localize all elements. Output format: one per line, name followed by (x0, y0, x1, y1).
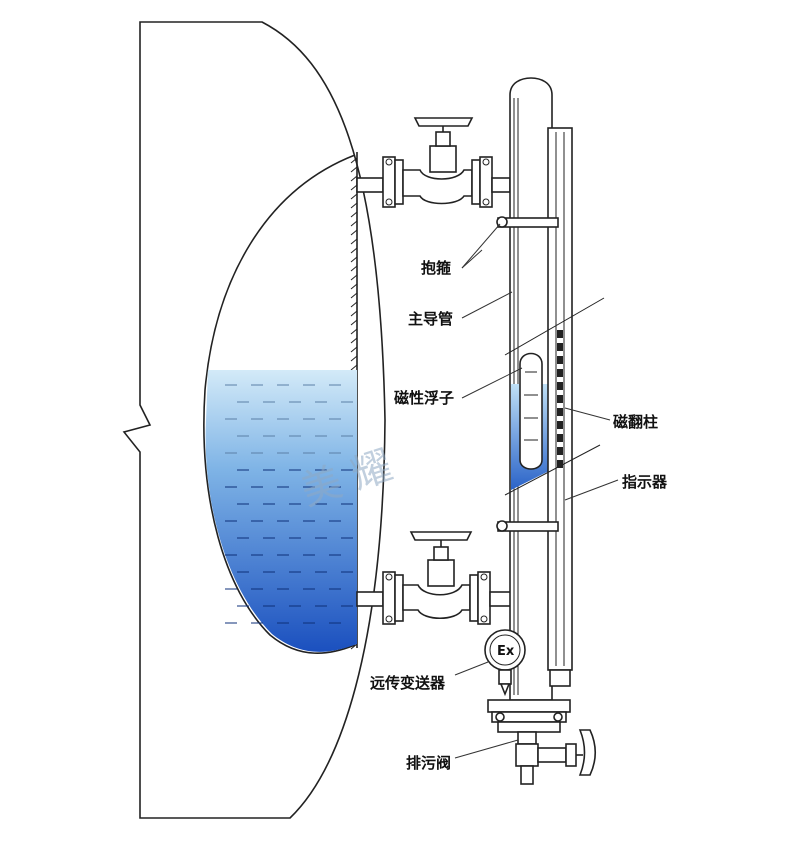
liquid-in-tank (205, 370, 357, 652)
flap (557, 343, 563, 351)
hatch-mark (350, 193, 358, 200)
hatch-mark (350, 301, 358, 308)
label-main-tube: 主导管 (408, 310, 453, 328)
remote-transmitter: Ex (484, 629, 526, 697)
bottom-flange (487, 699, 571, 745)
hatch-mark (350, 355, 358, 362)
lower-valve (356, 531, 513, 625)
label-clamp: 抱箍 (421, 259, 451, 277)
hatch-mark (350, 238, 358, 245)
hatch-mark (350, 256, 358, 263)
flap (557, 382, 563, 390)
hatch-mark (350, 175, 358, 182)
explosion-proof-mark: Ex (497, 644, 515, 659)
flap (557, 330, 563, 338)
hatch-mark (350, 211, 358, 218)
hatch-mark (350, 283, 358, 290)
hatch-mark (350, 166, 358, 173)
hatch-mark (350, 274, 358, 281)
flap (557, 369, 563, 377)
hatch-mark (350, 328, 358, 335)
flap (557, 434, 563, 442)
magnetic-float (511, 352, 551, 490)
clamp-lower (496, 520, 559, 532)
label-magnetic-float: 磁性浮子 (394, 389, 454, 407)
hatch-mark (350, 292, 358, 299)
flap (557, 421, 563, 429)
hatch-mark (350, 157, 358, 164)
label-drain-valve: 排污阀 (406, 754, 451, 772)
hatch-mark (350, 346, 358, 353)
upper-valve (356, 117, 511, 208)
flap (557, 460, 563, 468)
indicator-column (547, 127, 573, 687)
flap (557, 395, 563, 403)
hatch-mark (350, 310, 358, 317)
hatch-mark (350, 247, 358, 254)
hatch-mark (350, 364, 358, 371)
hatch-mark (350, 337, 358, 344)
flap (557, 447, 563, 455)
hatch-mark (350, 220, 358, 227)
label-indicator: 指示器 (622, 473, 668, 491)
leader-lines (454, 223, 619, 759)
hatch-mark (350, 229, 358, 236)
flap (557, 408, 563, 416)
drain-valve (515, 729, 597, 785)
hatch-mark (350, 265, 358, 272)
hatch-mark (350, 643, 358, 650)
liquid-surface-dashes (225, 384, 353, 624)
clamp-upper (496, 216, 559, 228)
hatch-mark (350, 184, 358, 191)
hatch-mark (350, 202, 358, 209)
magnetic-flaps (557, 330, 563, 468)
label-remote-transmitter: 远传变送器 (370, 674, 446, 692)
label-flip-column: 磁翻柱 (613, 413, 658, 431)
hatch-mark (350, 319, 358, 326)
flap (557, 356, 563, 364)
